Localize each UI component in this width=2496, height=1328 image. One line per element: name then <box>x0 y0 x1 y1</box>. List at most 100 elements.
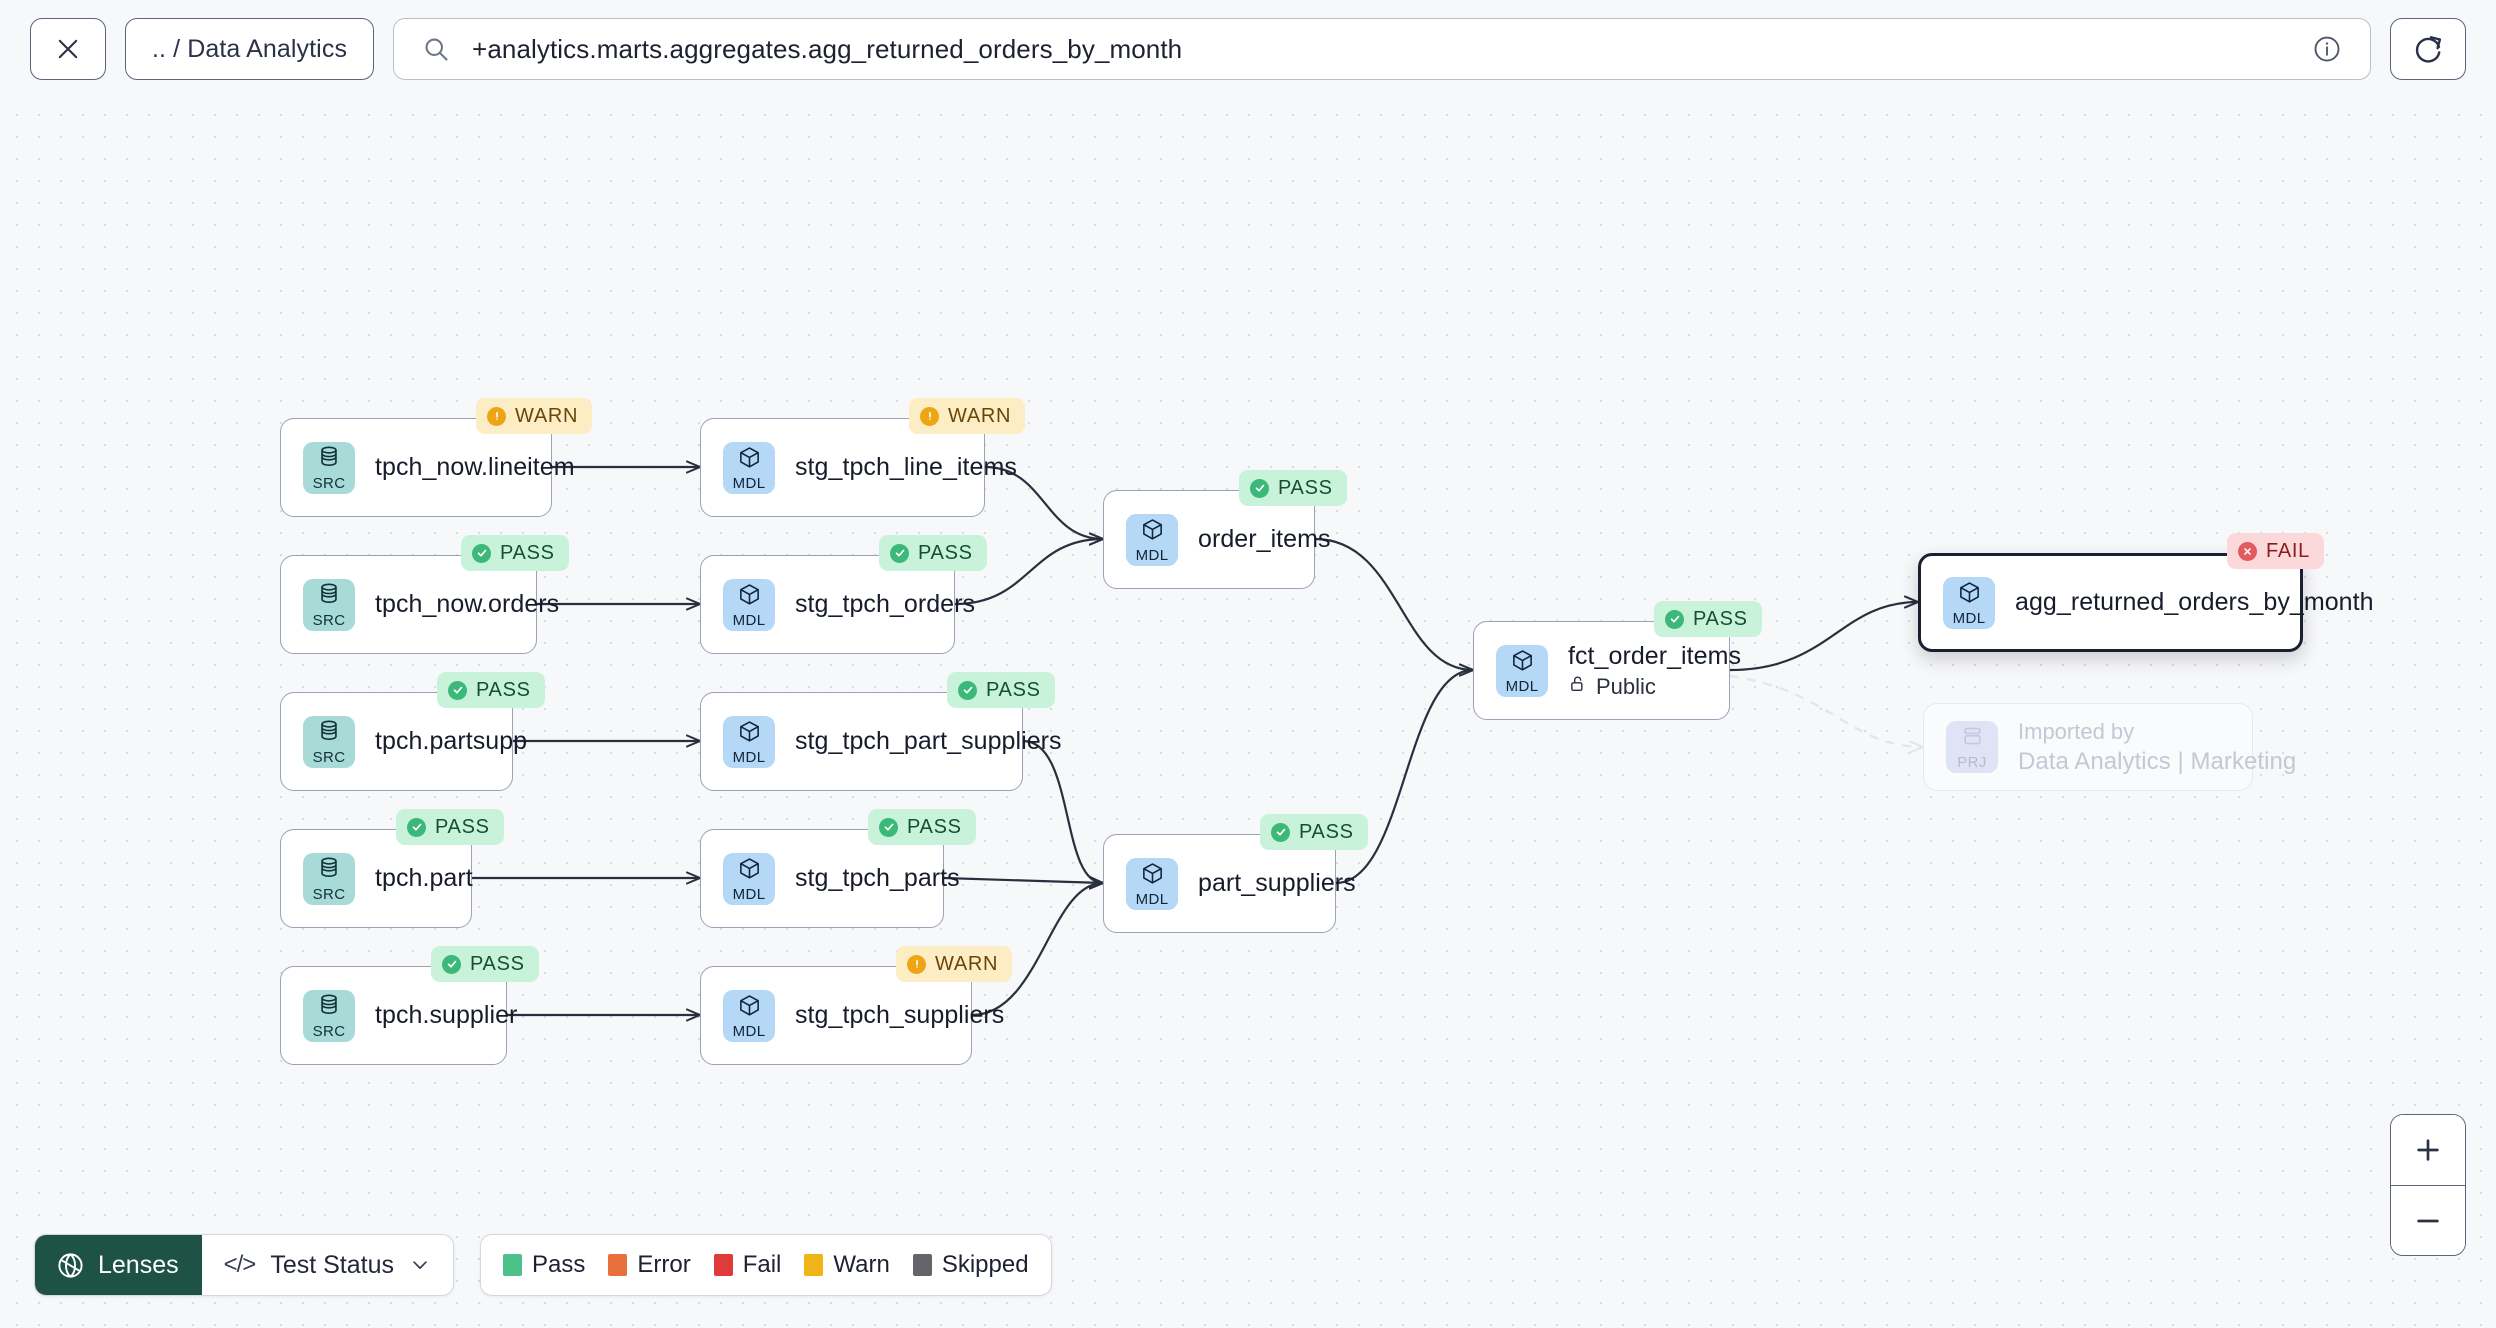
status-badge-label: PASS <box>907 815 962 838</box>
status-badge-label: FAIL <box>2266 539 2310 562</box>
refresh-button[interactable] <box>2390 18 2466 80</box>
legend-item-error[interactable]: Error <box>608 1251 691 1279</box>
legend-swatch-fail <box>713 1254 733 1276</box>
status-badge-stg_tpch_suppliers[interactable]: WARN <box>896 946 1013 982</box>
status-badge-stg_tpch_parts[interactable]: PASS <box>868 809 976 845</box>
info-circle-icon[interactable] <box>2312 34 2342 64</box>
status-badge-stg_tpch_orders[interactable]: PASS <box>879 535 987 571</box>
search-input[interactable]: +analytics.marts.aggregates.agg_returned… <box>393 18 2371 80</box>
legend-label: Fail <box>742 1251 782 1278</box>
database-icon <box>316 992 342 1023</box>
cube-icon <box>737 993 762 1023</box>
zoom-in-button[interactable] <box>2391 1115 2465 1185</box>
status-badge-tpch_partsupp[interactable]: PASS <box>437 672 545 708</box>
node-title: part_suppliers <box>1198 869 1356 897</box>
graph-node-agg_returned_orders_by_month[interactable]: MDL agg_returned_orders_by_month <box>1918 553 2374 652</box>
node-title: stg_tpch_parts <box>795 864 960 892</box>
unlock-icon <box>1568 674 1588 700</box>
node-type-label: MDL <box>1135 546 1169 564</box>
graph-node-stg_tpch_part_suppliers[interactable]: MDL stg_tpch_part_suppliers <box>700 692 1062 791</box>
test-status-dropdown[interactable]: </> Test Status <box>201 1235 453 1295</box>
node-type-badge-src: SRC <box>303 852 355 905</box>
legend-swatch-error <box>608 1254 628 1276</box>
node-type-label: MDL <box>732 748 766 766</box>
status-badge-label: PASS <box>1693 607 1748 630</box>
node-label-group: agg_returned_orders_by_month <box>2015 588 2374 617</box>
node-type-label: MDL <box>732 1022 766 1040</box>
node-type-label: MDL <box>1505 677 1539 695</box>
graph-node-tpch_now_lineitem[interactable]: SRC tpch_now.lineitem <box>280 418 575 517</box>
status-badge-fct_order_items[interactable]: PASS <box>1654 601 1762 637</box>
status-badge-label: PASS <box>500 541 555 564</box>
cube-icon <box>1140 517 1165 547</box>
node-type-badge-src: SRC <box>303 715 355 768</box>
node-type-label: PRJ <box>1957 754 1987 771</box>
status-badge-stg_tpch_part_suppliers[interactable]: PASS <box>947 672 1055 708</box>
node-type-badge-mdl: MDL <box>1943 576 1995 629</box>
graph-node-stg_tpch_orders[interactable]: MDL stg_tpch_orders <box>700 555 976 654</box>
status-badge-order_items[interactable]: PASS <box>1239 470 1347 506</box>
legend-label: Error <box>637 1251 691 1278</box>
search-value[interactable]: +analytics.marts.aggregates.agg_returned… <box>472 33 1183 64</box>
warning-circle-icon <box>487 406 506 426</box>
node-title: tpch.supplier <box>375 1001 518 1029</box>
zoom-out-button[interactable] <box>2391 1185 2465 1255</box>
lens-group: Lenses </> Test Status <box>34 1234 454 1296</box>
close-icon <box>54 35 82 63</box>
aperture-icon <box>56 1251 85 1280</box>
status-badge-label: PASS <box>918 541 973 564</box>
legend-label: Skipped <box>941 1251 1029 1278</box>
legend-item-warn[interactable]: Warn <box>804 1251 890 1279</box>
lenses-button[interactable]: Lenses <box>35 1235 202 1295</box>
bottom-toolbar: Lenses </> Test Status Pass Error Fail Warn… <box>34 1234 1052 1296</box>
search-icon <box>422 35 450 63</box>
status-badge-agg_returned_orders_by_month[interactable]: FAIL <box>2227 533 2324 569</box>
warning-circle-icon <box>920 406 939 426</box>
node-label-group: tpch_now.lineitem <box>375 453 575 482</box>
node-type-badge-prj: PRJ <box>1946 721 1998 773</box>
status-legend: Pass Error Fail Warn Skipped <box>480 1234 1052 1296</box>
node-title: fct_order_items <box>1568 641 1742 670</box>
status-badge-tpch_now_orders[interactable]: PASS <box>461 535 569 571</box>
refresh-icon <box>2412 33 2444 65</box>
status-badge-tpch_part[interactable]: PASS <box>396 809 504 845</box>
node-label-group: stg_tpch_part_suppliers <box>795 727 1062 756</box>
status-badge-tpch_now_lineitem[interactable]: WARN <box>476 398 593 434</box>
status-badge-tpch_supplier[interactable]: PASS <box>431 946 539 982</box>
node-type-label: SRC <box>312 749 346 766</box>
node-type-label: MDL <box>732 611 766 629</box>
cube-icon <box>737 445 762 475</box>
node-type-badge-src: SRC <box>303 578 355 631</box>
status-badge-label: WARN <box>935 952 999 975</box>
status-badge-stg_tpch_line_items[interactable]: WARN <box>909 398 1026 434</box>
node-type-badge-src: SRC <box>303 441 355 494</box>
graph-node-tpch_now_orders[interactable]: SRC tpch_now.orders <box>280 555 560 654</box>
node-type-label: SRC <box>312 886 346 903</box>
legend-swatch-skipped <box>912 1254 932 1276</box>
node-type-badge-mdl: MDL <box>723 852 775 905</box>
status-badge-label: PASS <box>435 815 490 838</box>
status-badge-part_suppliers[interactable]: PASS <box>1260 814 1368 850</box>
legend-item-fail[interactable]: Fail <box>713 1251 782 1279</box>
breadcrumb[interactable]: .. / Data Analytics <box>125 18 375 80</box>
node-title: tpch_now.orders <box>375 590 560 618</box>
cube-icon <box>737 719 762 749</box>
legend-item-pass[interactable]: Pass <box>503 1251 585 1279</box>
node-type-badge-mdl: MDL <box>1496 644 1548 697</box>
node-type-badge-mdl: MDL <box>723 989 775 1042</box>
node-title: stg_tpch_orders <box>795 590 976 618</box>
lenses-label: Lenses <box>98 1250 179 1279</box>
legend-label: Warn <box>833 1251 890 1278</box>
close-button[interactable] <box>30 18 106 80</box>
legend-item-skipped[interactable]: Skipped <box>912 1251 1029 1279</box>
legend-swatch-pass <box>503 1254 522 1276</box>
